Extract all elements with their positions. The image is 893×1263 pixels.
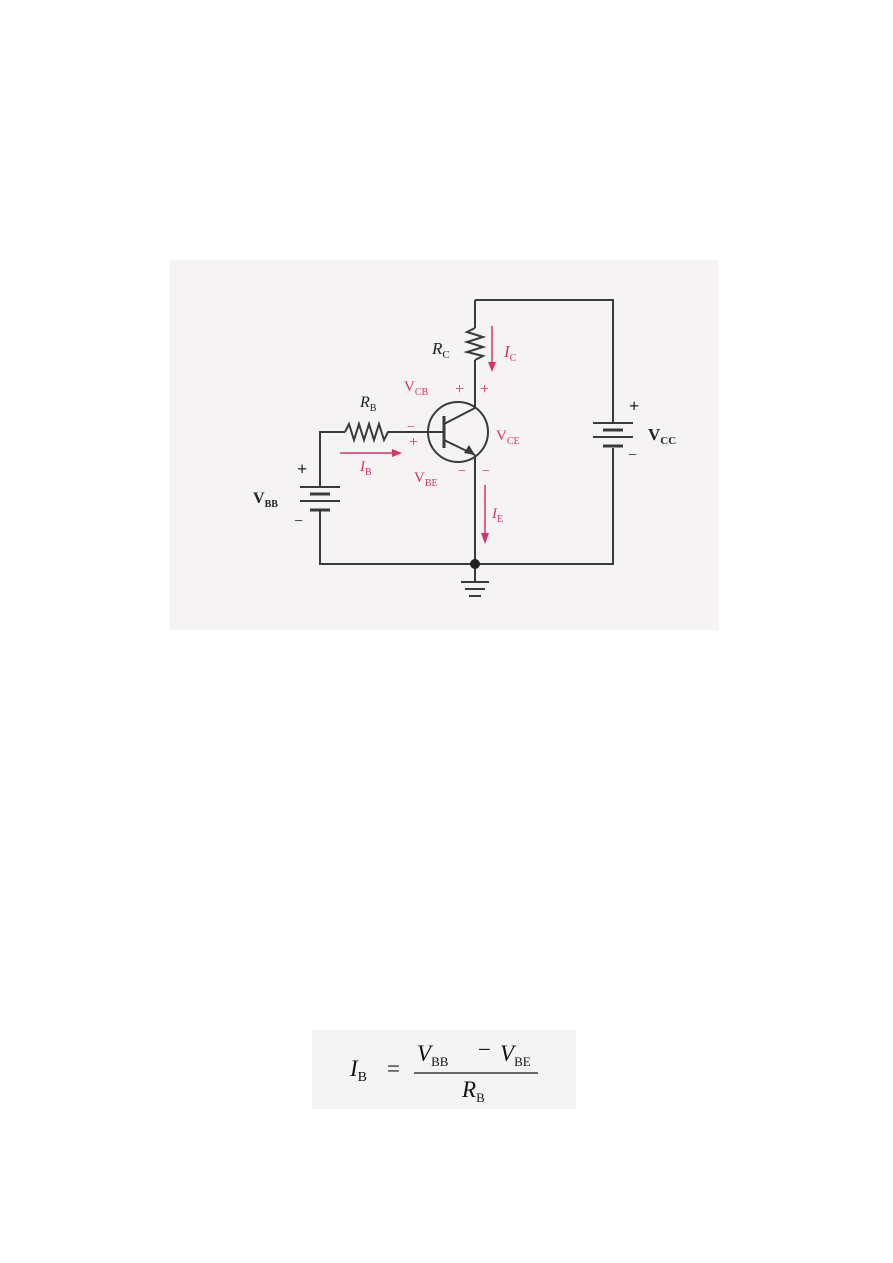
wire-right-lower: [475, 448, 614, 565]
vcc-label: VCC: [648, 425, 676, 447]
vce-plus-sign: +: [480, 381, 489, 398]
formula-numerator-b: VBE: [500, 1041, 531, 1069]
ie-label: IE: [491, 506, 503, 525]
formula-denominator: RB: [461, 1077, 485, 1105]
formula-lhs: IB: [349, 1056, 367, 1085]
ib-arrow-icon: [340, 449, 402, 457]
ic-arrow-icon: [488, 326, 496, 372]
vbe-minus-sign: −: [458, 464, 466, 479]
base-current-formula: IB = VBB − VBE RB: [349, 1037, 538, 1105]
resistor-rc-icon: [463, 327, 487, 361]
battery-vcc-icon: [593, 422, 633, 448]
wire-bottom: [319, 510, 475, 565]
circuit-figure: RC RB VBB VCC IC VCB IB VCE VBE IE + + −…: [170, 260, 719, 630]
vce-minus-sign: −: [482, 464, 490, 479]
vcb-minus-sign: −: [407, 420, 415, 435]
ib-label: IB: [359, 459, 372, 478]
rc-label: RC: [431, 339, 450, 361]
vbe-plus-sign: +: [409, 434, 418, 451]
junction-dot: [470, 559, 480, 569]
formula-box: IB = VBB − VBE RB: [312, 1030, 576, 1109]
vbb-minus-sign: −: [294, 513, 303, 530]
vcb-plus-sign: +: [455, 381, 464, 398]
vcb-label: VCB: [404, 379, 429, 398]
formula-numerator-a: VBB: [417, 1041, 449, 1069]
vbe-label: VBE: [414, 470, 438, 489]
ie-arrow-icon: [481, 485, 489, 544]
formula-equals: =: [387, 1056, 400, 1081]
ground-icon: [461, 581, 489, 597]
vcc-plus-sign: +: [629, 396, 639, 416]
wire-left: [319, 431, 345, 487]
wire-top: [475, 299, 614, 423]
npn-transistor-icon: [427, 401, 489, 463]
vcc-minus-sign: −: [628, 447, 637, 464]
vbb-label: VBB: [253, 490, 278, 510]
ic-label: IC: [503, 342, 517, 364]
resistor-rb-icon: [344, 420, 392, 444]
rb-label: RB: [359, 394, 377, 414]
battery-vbb-icon: [300, 486, 340, 512]
formula-minus: −: [478, 1037, 491, 1062]
circuit-diagram: RC RB VBB VCC IC VCB IB VCE VBE IE + + −…: [253, 299, 676, 597]
vbb-plus-sign: +: [297, 459, 307, 479]
vce-label: VCE: [496, 428, 520, 447]
